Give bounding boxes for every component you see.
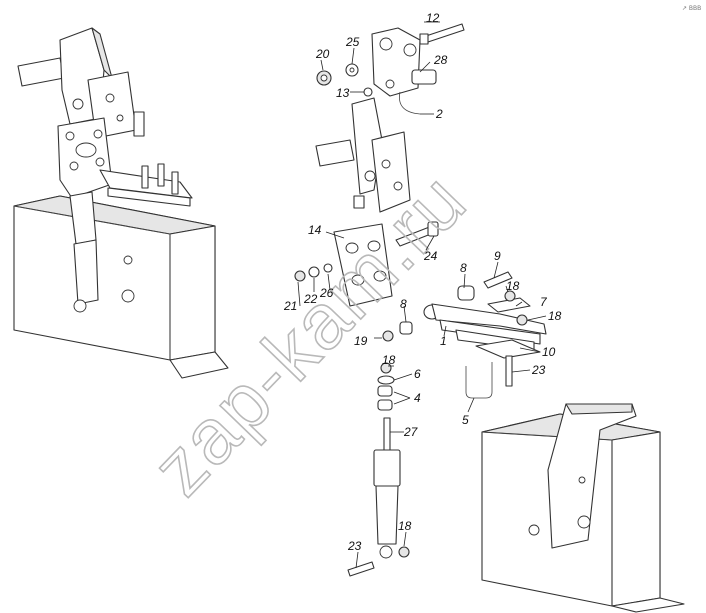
part-27-shock-absorber (373, 417, 401, 559)
callout-18-d: 18 (398, 519, 412, 533)
part-4-bushing-lower (377, 399, 393, 411)
part-8-bushing-lower (399, 321, 413, 335)
part-18-nut-b (516, 314, 528, 326)
callout-5: 5 (462, 413, 469, 427)
callout-27: 27 (403, 425, 419, 439)
callout-9: 9 (494, 249, 501, 263)
callout-22: 22 (303, 292, 318, 306)
callout-28: 28 (433, 53, 448, 67)
part-14-plate (333, 223, 393, 307)
part-4-bushing-upper (377, 385, 393, 397)
part-22-washer (308, 266, 320, 278)
callout-23-left: 23 (347, 539, 362, 553)
callout-19: 19 (354, 334, 368, 348)
part-21-nut (294, 270, 306, 282)
callout-18-c: 18 (382, 353, 396, 367)
callout-6: 6 (414, 367, 421, 381)
leaf-spring-left (99, 163, 193, 207)
lower-plate-left (57, 117, 113, 199)
part-13-nut (363, 87, 373, 97)
part-12-bolt (419, 23, 465, 45)
assembled-suspension-view (13, 27, 229, 379)
part-26-washer (323, 263, 333, 273)
middle-bracket-assembly (315, 97, 411, 213)
corner-mark: ↗ BBB (682, 5, 701, 12)
part-8-bushing-upper (457, 285, 475, 301)
part-24-pin (395, 221, 439, 247)
part-23-bolt-lower (347, 561, 375, 577)
callout-13: 13 (336, 86, 350, 100)
part-28-bracket (371, 27, 437, 115)
frame-rail-left (13, 195, 229, 379)
callout-20: 20 (315, 47, 330, 61)
part-18-nut-a (504, 290, 516, 302)
part-23-bolt-upper (505, 355, 513, 387)
callout-8-upper: 8 (460, 261, 467, 275)
callout-2: 2 (435, 107, 443, 121)
part-19-nut (382, 330, 394, 342)
callout-8-lower: 8 (400, 297, 407, 311)
callout-24: 24 (423, 249, 438, 263)
part-5-u-bolt (465, 362, 493, 399)
frame-rail-right (481, 403, 685, 613)
callout-14: 14 (308, 223, 322, 237)
callout-1: 1 (440, 334, 447, 348)
part-18-nut-d (398, 546, 410, 558)
part-18-nut-c (380, 362, 392, 374)
callout-18-b: 18 (548, 309, 562, 323)
callout-4: 4 (414, 391, 421, 405)
shock-absorber-left (69, 191, 135, 313)
callout-7: 7 (540, 295, 548, 309)
callouts: 12 20 25 28 13 2 14 24 9 8 18 7 18 10 23… (283, 11, 562, 553)
callout-18-a: 18 (506, 279, 520, 293)
callout-12: 12 (426, 11, 440, 25)
callout-10: 10 (542, 345, 556, 359)
part-9-bolt (483, 271, 513, 289)
callout-26: 26 (319, 286, 334, 300)
leader-lines (297, 21, 547, 569)
callout-23-right: 23 (531, 363, 546, 377)
callout-21: 21 (283, 299, 297, 313)
part-6-washer (377, 375, 395, 385)
callout-25: 25 (345, 35, 360, 49)
